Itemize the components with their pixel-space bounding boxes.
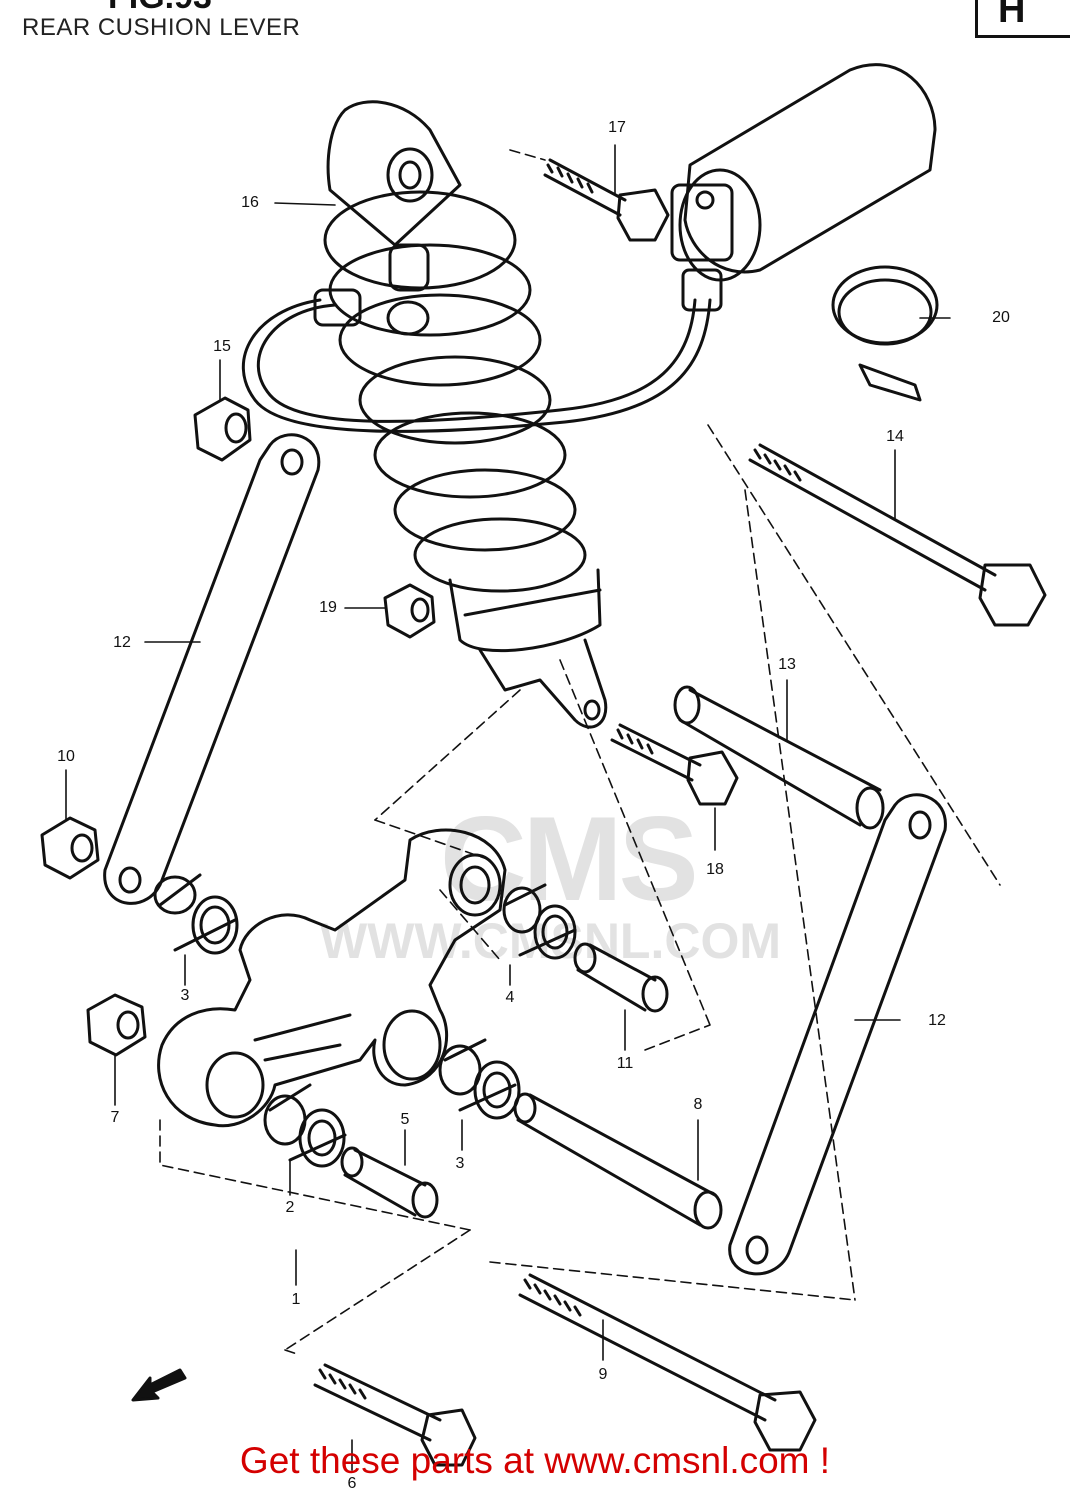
bolt-18 xyxy=(610,723,739,806)
link-rod-left xyxy=(103,433,321,905)
callout-1: 1 xyxy=(291,1291,301,1308)
link-rod-right xyxy=(728,793,947,1276)
bolt-6 xyxy=(313,1363,477,1467)
bearing-3-upper xyxy=(153,873,239,955)
callout-12-left: 12 xyxy=(113,634,131,651)
collar-13 xyxy=(673,685,885,830)
watermark-logo: CMS xyxy=(440,792,699,926)
cushion-lever xyxy=(157,828,507,1128)
callout-13: 13 xyxy=(778,656,796,673)
nut-15 xyxy=(193,396,252,462)
rear-shock-absorber xyxy=(323,100,608,729)
collar-5 xyxy=(340,1146,439,1219)
nut-19 xyxy=(383,583,436,639)
callout-14: 14 xyxy=(886,428,904,445)
section-tag-text: H xyxy=(998,0,1026,31)
callout-4: 4 xyxy=(505,989,515,1006)
figure-title: FIG.93 xyxy=(108,0,212,17)
callout-5: 5 xyxy=(400,1111,410,1128)
callout-11: 11 xyxy=(616,1055,634,1072)
bearing-2 xyxy=(263,1083,347,1168)
assembly-guide-lines xyxy=(159,149,1001,1356)
callout-8: 8 xyxy=(693,1096,703,1113)
callout-10: 10 xyxy=(57,748,75,765)
shock-reservoir xyxy=(241,63,937,433)
callout-12-right: 12 xyxy=(928,1012,946,1029)
callout-leaders xyxy=(65,144,951,1471)
nut-10 xyxy=(40,816,100,880)
bearing-3-lower xyxy=(438,1038,521,1120)
front-arrow-icon xyxy=(131,1368,187,1402)
callout-16: 16 xyxy=(241,194,259,211)
callout-7: 7 xyxy=(110,1109,120,1126)
hose-clamp xyxy=(831,265,939,402)
collar-8 xyxy=(513,1092,723,1230)
callout-3-lower: 3 xyxy=(455,1155,465,1172)
callout-15: 15 xyxy=(213,338,231,355)
callout-17: 17 xyxy=(608,119,626,136)
bolt-17 xyxy=(543,158,670,242)
bearing-4 xyxy=(502,883,577,960)
figure-caption: REAR CUSHION LEVER xyxy=(22,14,301,41)
long-bolt-14 xyxy=(748,443,1047,627)
callout-6: 6 xyxy=(347,1475,357,1492)
callout-18: 18 xyxy=(706,861,724,878)
parts-link-banner[interactable]: Get these parts at www.cmsnl.com ! xyxy=(239,1440,831,1481)
callout-2: 2 xyxy=(285,1199,295,1216)
nut-7 xyxy=(86,993,147,1057)
callout-19: 19 xyxy=(319,599,337,616)
callout-3-upper: 3 xyxy=(180,987,190,1004)
collar-11 xyxy=(573,942,669,1013)
callout-9: 9 xyxy=(598,1366,608,1383)
section-tag: H xyxy=(975,0,1070,38)
callout-20: 20 xyxy=(992,309,1010,326)
long-bolt-9 xyxy=(518,1273,817,1452)
